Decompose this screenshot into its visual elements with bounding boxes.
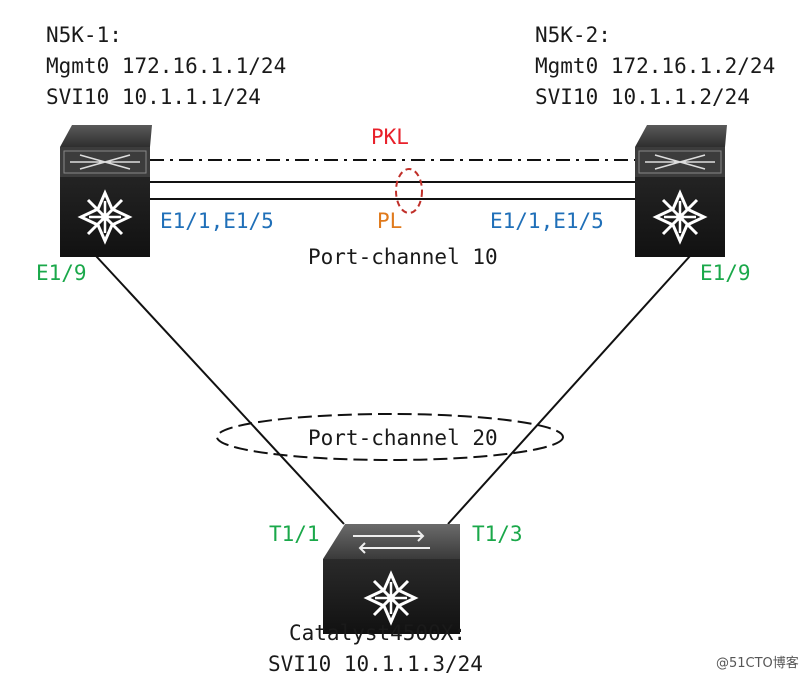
n5k1-mgmt: Mgmt0 172.16.1.1/24 <box>46 54 286 78</box>
n5k2-peer-ports: E1/1,E1/5 <box>490 209 604 233</box>
watermark: @51CTO博客 <box>716 655 799 671</box>
uplink-left <box>95 255 345 525</box>
catalyst-port-left: T1/1 <box>269 522 320 546</box>
catalyst-port-right: T1/3 <box>472 522 523 546</box>
n5k1-svi: SVI10 10.1.1.1/24 <box>46 85 261 109</box>
n5k2-switch[interactable] <box>635 125 727 257</box>
n5k1-downlink-port: E1/9 <box>36 261 87 285</box>
links-layer <box>95 159 691 525</box>
port-channel-10-label: Port-channel 10 <box>308 245 498 269</box>
catalyst-switch[interactable] <box>323 524 460 634</box>
peer-link-bundle-marker <box>395 168 423 214</box>
n5k2-name: N5K-2: <box>535 23 611 47</box>
uplink-right <box>447 255 691 525</box>
n5k2-svi: SVI10 10.1.1.2/24 <box>535 85 750 109</box>
n5k1-peer-ports: E1/1,E1/5 <box>160 209 274 233</box>
n5k1-name: N5K-1: <box>46 23 122 47</box>
catalyst-name: Catalyst4500X: <box>289 621 466 645</box>
catalyst-svi: SVI10 10.1.1.3/24 <box>268 652 483 676</box>
pkl-label: PKL <box>371 125 409 149</box>
port-channel-20-label: Port-channel 20 <box>308 426 498 450</box>
n5k2-downlink-port: E1/9 <box>700 261 751 285</box>
pl-label: PL <box>377 209 402 233</box>
port-channel-20-marker <box>216 413 564 461</box>
n5k2-mgmt: Mgmt0 172.16.1.2/24 <box>535 54 775 78</box>
n5k1-switch[interactable] <box>60 125 152 257</box>
